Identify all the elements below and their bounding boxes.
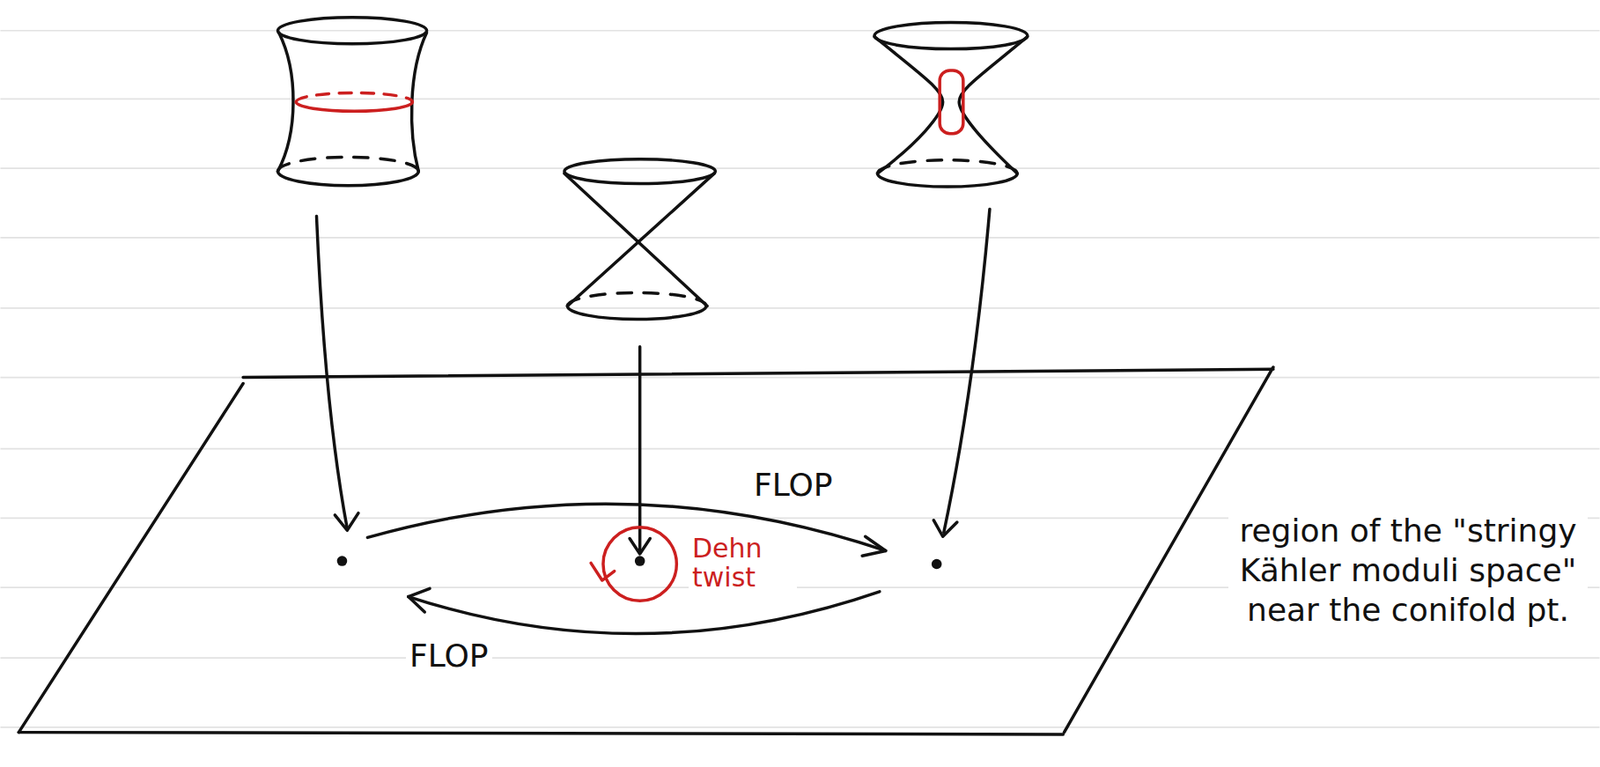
hyperboloid-right	[874, 22, 1028, 187]
singular-cone	[564, 159, 716, 320]
hyperboloid-left	[277, 17, 427, 186]
vanishing-sphere-right	[939, 70, 964, 134]
region-note: region of the "stringy Kähler moduli spa…	[1228, 510, 1588, 630]
projection-arrows	[316, 208, 989, 553]
flop-label: FLOP	[750, 466, 837, 503]
flop-arrows	[367, 503, 885, 634]
moduli-plane	[18, 367, 1274, 735]
dehn-twist-loop	[590, 527, 677, 601]
ruled-lines	[0, 30, 1600, 728]
points	[337, 555, 943, 569]
dehn-twist-label: Dehn twist	[688, 533, 797, 592]
vanishing-cycle-left	[295, 92, 413, 111]
flop-label: FLOP	[405, 637, 493, 674]
